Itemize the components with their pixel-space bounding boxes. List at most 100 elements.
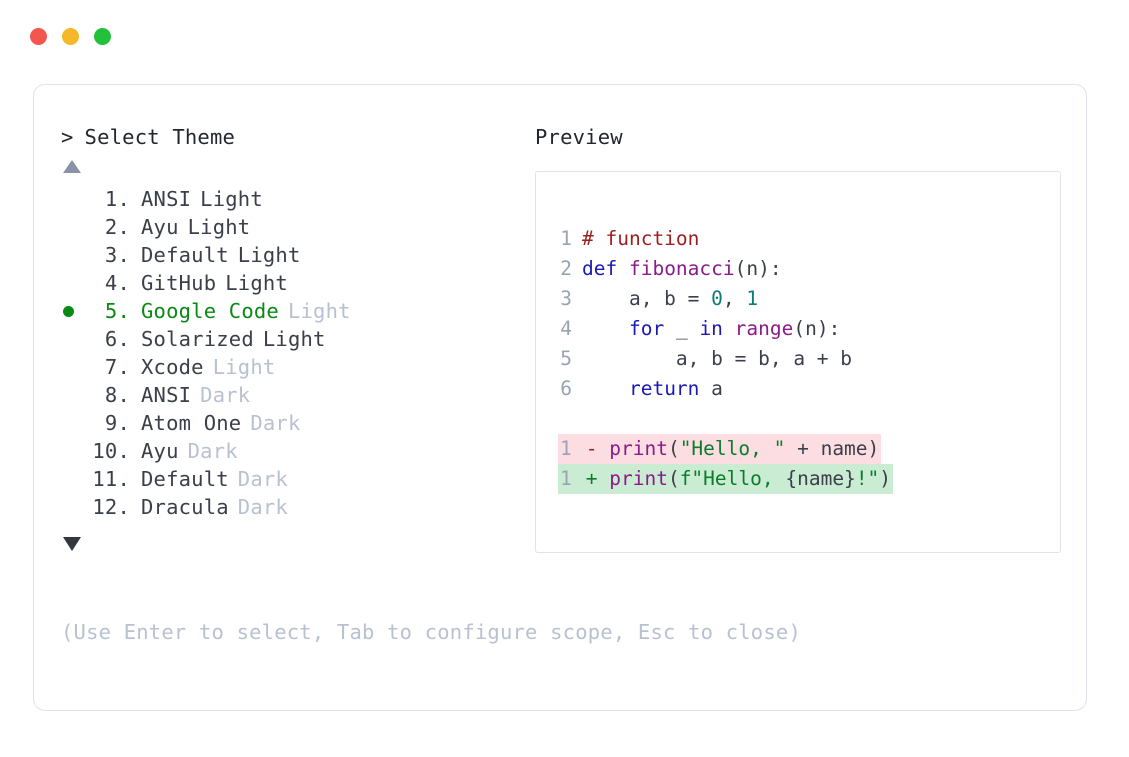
theme-item-name: Ayu	[141, 439, 179, 463]
preview-pane: Preview 1 # function 2 def fibonacci(n): 3 a…	[535, 123, 1065, 553]
theme-item-variant: Dark	[237, 467, 288, 491]
code-token	[582, 314, 629, 344]
triangle-down-icon[interactable]	[63, 537, 81, 551]
code-token: for	[628, 317, 665, 340]
minimize-window-button[interactable]	[62, 28, 79, 45]
line-number: 6	[560, 377, 572, 400]
selection-indicator-slot	[61, 185, 88, 213]
diff-gutter-highlight: 1	[558, 464, 584, 494]
theme-item-name: Dracula	[141, 495, 229, 519]
selection-indicator-slot	[61, 381, 88, 409]
theme-item-name: Atom One	[141, 411, 242, 435]
code-token: range	[734, 317, 794, 340]
selection-indicator-slot	[61, 437, 88, 465]
theme-list-item[interactable]: 4. GitHub Light	[61, 269, 521, 297]
theme-item-number: 4.	[104, 271, 130, 295]
code-token: 1	[746, 287, 759, 310]
theme-item-number: 10.	[92, 439, 130, 463]
theme-item-variant: Light	[212, 355, 276, 379]
code-line: 4 for _ in range(n):	[536, 314, 1060, 344]
line-number: 2	[560, 257, 572, 280]
code-token: a, b =	[582, 287, 712, 310]
theme-item-variant: Light	[225, 271, 288, 295]
diff-highlight: - print("Hello, " + name)	[583, 434, 882, 464]
code-preview-panel: 1 # function 2 def fibonacci(n): 3 a, b = 0,…	[535, 171, 1061, 553]
diff-marker: +	[585, 467, 610, 490]
diff-marker: -	[585, 437, 610, 460]
theme-list-item[interactable]: 10. Ayu Dark	[61, 437, 521, 465]
theme-item-number: 3.	[104, 243, 130, 267]
theme-item-number: 9.	[104, 411, 130, 435]
triangle-up-icon[interactable]	[63, 160, 81, 173]
code-line-content: a, b = 0, 1	[582, 284, 758, 314]
code-token: 0	[711, 287, 723, 310]
code-token: fibonacci	[628, 257, 735, 280]
code-token: print	[609, 437, 668, 460]
theme-item-number: 1.	[104, 187, 130, 211]
theme-item-number: 6.	[104, 327, 130, 351]
code-token: )	[879, 467, 892, 490]
code-token: f"Hello,	[679, 467, 786, 490]
code-line: 3 a, b = 0, 1	[536, 284, 1060, 314]
theme-item-name: Google Code	[141, 299, 279, 323]
selection-indicator-slot	[61, 297, 88, 325]
selection-indicator-slot	[61, 325, 88, 353]
line-number: 1	[560, 467, 572, 490]
theme-list-item[interactable]: 9. Atom One Dark	[61, 409, 521, 437]
theme-item-name: Default	[141, 243, 229, 267]
prompt-caret-icon: >	[61, 125, 74, 149]
code-token: (	[667, 437, 680, 460]
code-token: # function	[582, 227, 700, 250]
line-number: 1	[560, 437, 572, 460]
code-line-content: # function	[582, 224, 699, 254]
code-line: 2 def fibonacci(n):	[536, 254, 1060, 284]
code-token	[723, 314, 735, 344]
diff-highlight: + print(f"Hello, {name}!")	[583, 464, 894, 494]
line-number: 1	[560, 227, 572, 250]
theme-item-number: 7.	[104, 355, 130, 379]
code-token: print	[609, 467, 668, 490]
code-line-content: for _ in range(n):	[582, 314, 840, 344]
code-token: {name}	[785, 467, 856, 490]
maximize-window-button[interactable]	[94, 28, 111, 45]
code-token: !"	[855, 467, 880, 490]
theme-item-variant: Dark	[250, 411, 301, 435]
selection-indicator-slot	[61, 269, 88, 297]
line-number: 3	[560, 287, 572, 310]
code-token: a	[699, 377, 723, 400]
theme-item-name: ANSI	[141, 383, 192, 407]
preview-title: Preview	[535, 125, 623, 149]
selection-indicator-slot	[61, 493, 88, 521]
theme-item-name: ANSI	[141, 187, 192, 211]
code-line: 6 return a	[536, 374, 1060, 404]
code-token: (n):	[734, 257, 782, 280]
code-token: "Hello, "	[679, 437, 786, 460]
close-window-button[interactable]	[30, 28, 47, 45]
keyboard-hint: (Use Enter to select, Tab to configure s…	[61, 620, 801, 644]
line-number: 4	[560, 317, 572, 340]
theme-item-number: 12.	[92, 495, 130, 519]
selection-indicator-slot	[61, 241, 88, 269]
code-token	[582, 374, 629, 404]
theme-item-variant: Dark	[187, 439, 238, 463]
code-token: return	[628, 377, 700, 400]
theme-item-variant: Dark	[200, 383, 251, 407]
window-traffic-lights	[30, 28, 111, 45]
code-line: 5 a, b = b, a + b	[536, 344, 1060, 374]
theme-item-name: GitHub	[141, 271, 217, 295]
selected-bullet-icon	[63, 305, 74, 317]
code-line-content: return a	[582, 374, 723, 404]
code-token: def	[582, 257, 629, 280]
selection-indicator-slot	[61, 409, 88, 437]
